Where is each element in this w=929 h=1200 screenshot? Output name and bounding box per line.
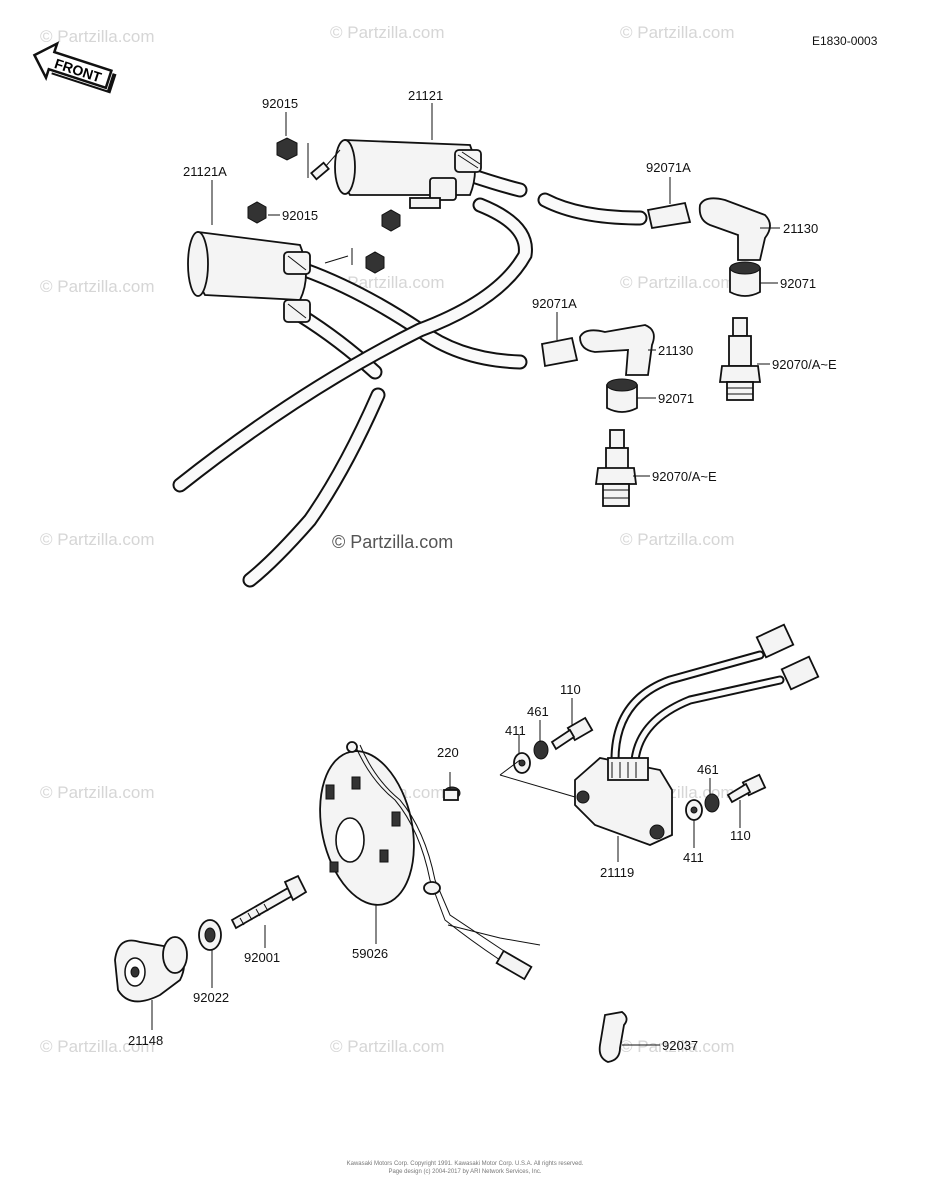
ignition-coil-21121a xyxy=(187,231,349,323)
callout-92015: 92015 xyxy=(262,96,298,111)
watermark: © Partzilla.com xyxy=(620,530,735,549)
bolt-110 xyxy=(550,716,767,804)
callout-21130: 21130 xyxy=(658,343,693,358)
igniter-21119 xyxy=(574,623,820,846)
callout-92001: 92001 xyxy=(244,950,280,965)
callout-110: 110 xyxy=(560,682,581,697)
watermark: © Partzilla.com xyxy=(40,530,155,549)
front-arrow: FRONT xyxy=(32,41,117,94)
callout-411: 411 xyxy=(505,723,526,738)
washer-411 xyxy=(513,752,703,821)
ignition-coil-21121 xyxy=(310,139,482,209)
plug-cap-21130 xyxy=(579,197,771,376)
callout-92071a: 92071A xyxy=(646,160,691,175)
callout-21130: 21130 xyxy=(783,221,818,236)
callout-21121a: 21121A xyxy=(183,164,227,179)
leader-lines-upper xyxy=(211,103,780,477)
callout-92071: 92071 xyxy=(658,391,694,406)
callout-411: 411 xyxy=(683,850,704,865)
callout-92071: 92071 xyxy=(780,276,816,291)
watermark-layer: © Partzilla.com © Partzilla.com © Partzi… xyxy=(40,23,735,1056)
figure-code: E1830-0003 xyxy=(812,34,878,48)
watermark-center: © Partzilla.com xyxy=(332,532,453,552)
callout-110: 110 xyxy=(730,828,751,843)
callout-92037: 92037 xyxy=(662,1038,698,1053)
callout-92015: 92015 xyxy=(282,208,318,223)
lead-cap-92071a xyxy=(540,201,692,368)
callout-461: 461 xyxy=(697,762,719,777)
callout-21121: 21121 xyxy=(408,88,443,103)
seal-92071 xyxy=(606,261,761,413)
watermark: © Partzilla.com xyxy=(620,273,735,292)
callout-92070-a-e: 92070/A~E xyxy=(652,469,717,484)
leader-lines-lower xyxy=(151,698,741,1046)
callout-21119: 21119 xyxy=(600,865,634,880)
callout-461: 461 xyxy=(527,704,549,719)
footer-page-design: Page design (c) 2004-2017 by ARI Network… xyxy=(388,1169,541,1175)
watermark: © Partzilla.com xyxy=(40,27,155,46)
callout-92022: 92022 xyxy=(193,990,229,1005)
spark-plug-leads xyxy=(172,167,648,588)
pickup-plate-59026 xyxy=(319,741,541,981)
callout-59026: 59026 xyxy=(352,946,388,961)
watermark: © Partzilla.com xyxy=(330,23,445,42)
watermark: © Partzilla.com xyxy=(40,1037,155,1056)
callout-21148: 21148 xyxy=(128,1033,163,1048)
watermark: © Partzilla.com xyxy=(40,783,155,802)
nut-92015 xyxy=(247,137,401,274)
clamp-92037 xyxy=(598,1011,628,1063)
callout-92070-a-e: 92070/A~E xyxy=(772,357,837,372)
callout-220: 220 xyxy=(437,745,459,760)
watermark: © Partzilla.com xyxy=(620,23,735,42)
spacer-92022 xyxy=(198,919,222,951)
screw-220 xyxy=(443,786,461,801)
callout-92071a: 92071A xyxy=(532,296,577,311)
washer-461 xyxy=(533,740,720,813)
spark-plug-92070 xyxy=(594,317,762,507)
watermark: © Partzilla.com xyxy=(40,277,155,296)
watermark: © Partzilla.com xyxy=(330,1037,445,1056)
footer-copyright: Kawasaki Motors Corp. Copyright 1991. Ka… xyxy=(347,1161,584,1167)
bolt-92001 xyxy=(230,874,308,930)
watermark: © Partzilla.com xyxy=(620,1037,735,1056)
rotor-21148 xyxy=(114,936,188,1003)
